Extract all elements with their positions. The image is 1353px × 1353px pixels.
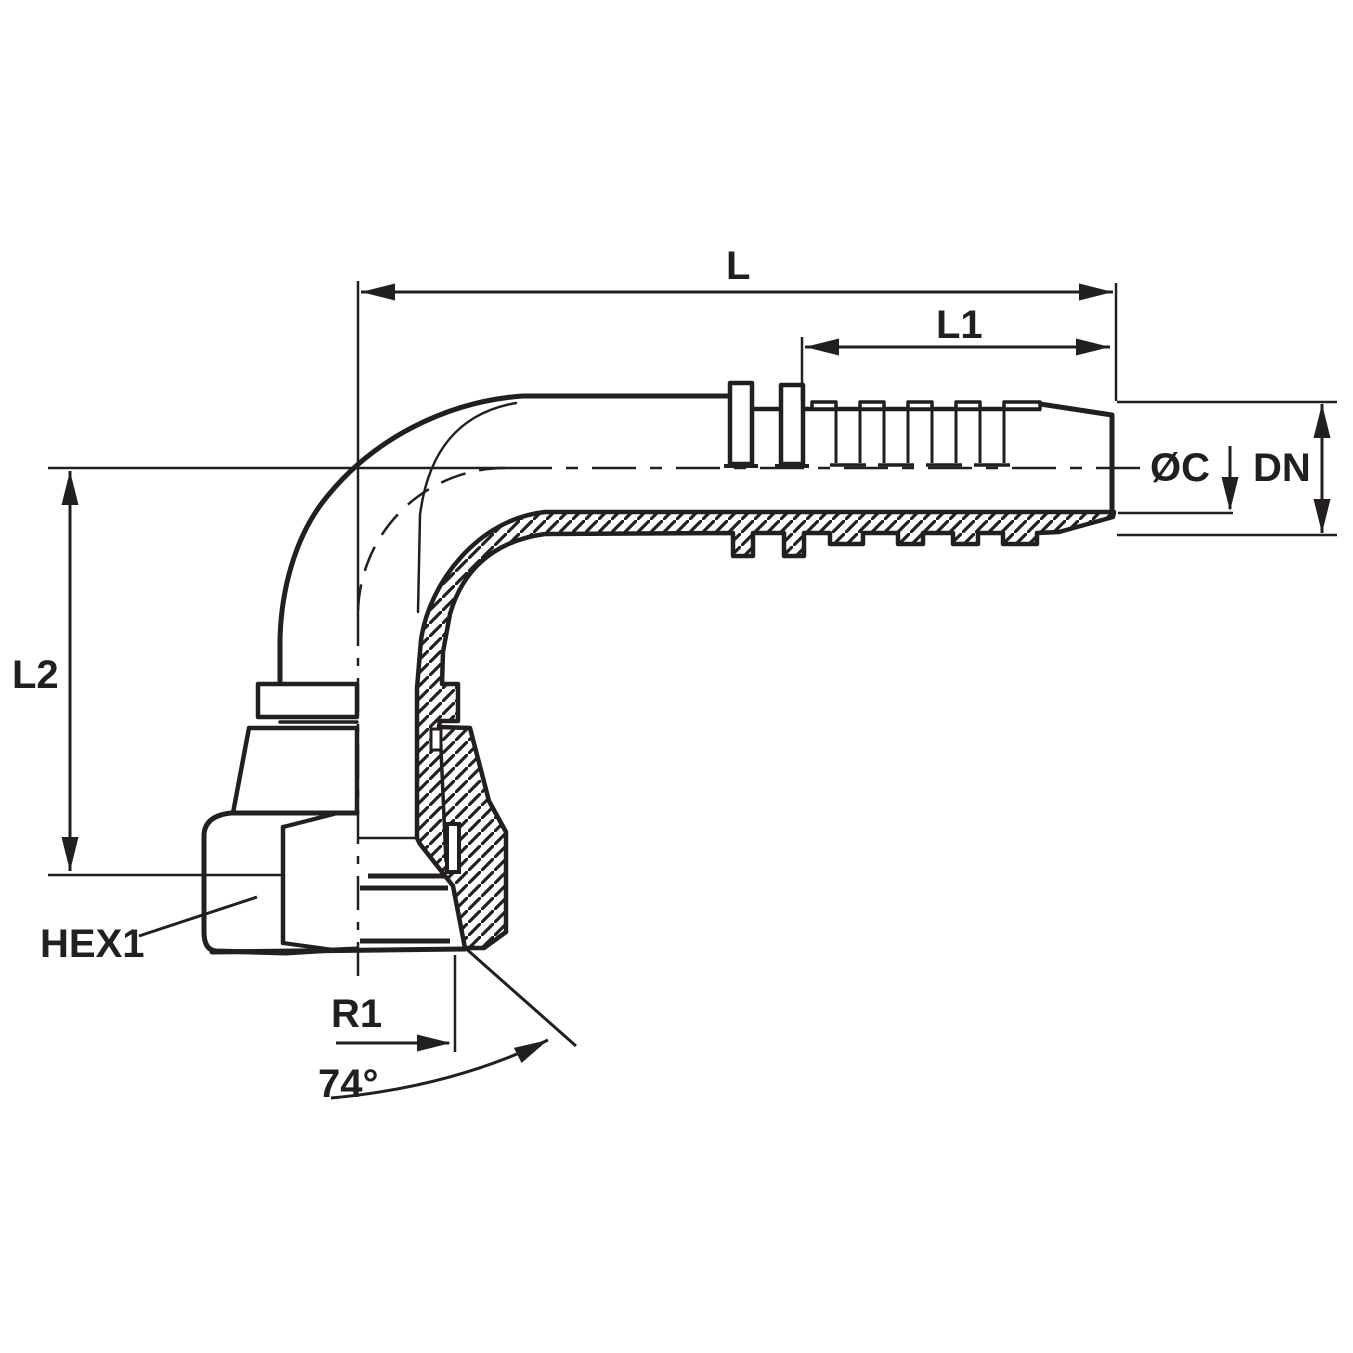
arrowhead: [1313, 499, 1331, 533]
arrowhead: [1221, 477, 1239, 511]
dim-label-l: L: [726, 244, 750, 288]
arrowhead: [417, 1034, 451, 1052]
arrowhead: [1079, 283, 1113, 301]
barb-groove-edges: [834, 410, 1006, 463]
hex-nut-outline: [201, 810, 360, 956]
dim-label-l1: L1: [936, 303, 983, 347]
arrowheads: [61, 283, 1331, 1064]
arrowhead: [61, 837, 79, 871]
dim-label-dn: DN: [1253, 446, 1311, 490]
barb: [1002, 400, 1042, 411]
arrowhead: [61, 471, 79, 505]
hex-chamfers: [281, 812, 336, 952]
barb: [906, 400, 934, 411]
arrowhead: [805, 338, 839, 356]
dim-label-hex1: HEX1: [40, 922, 145, 966]
interlock-rib: [778, 382, 806, 467]
tail-tip-taper: [1039, 401, 1115, 516]
collar-box: [255, 681, 360, 720]
thread-slot: [445, 822, 461, 874]
bend-bore-silhouette: [416, 401, 518, 614]
angle-cone-leg: [462, 944, 577, 1048]
bend-outer-silhouette: [277, 393, 526, 687]
dim-label-oc: ØC: [1150, 446, 1210, 490]
arrowhead: [1076, 338, 1110, 356]
bore-seat-lines: [358, 836, 450, 944]
taper-neck: [230, 725, 360, 816]
dim-label-angle: 74°: [318, 1062, 379, 1106]
fitting-section-wall: [414, 509, 1117, 951]
dimension-labels: L L1 L2 ØC DN HEX1 R1 74°: [12, 244, 1311, 1106]
seat-lines: [360, 873, 450, 944]
centerlines: [48, 281, 1148, 978]
extension-lines: [48, 283, 1337, 1052]
barb: [810, 400, 838, 411]
section-hatch: [414, 509, 1117, 951]
nut-bottom-face: [209, 946, 468, 955]
barb: [954, 400, 982, 411]
dim-label-r1: R1: [331, 992, 382, 1036]
interlock-rib: [727, 380, 755, 467]
hex1-leader-line: [138, 895, 258, 938]
barb: [858, 400, 886, 411]
dim-label-l2: L2: [12, 653, 59, 697]
arrowhead: [513, 1040, 548, 1064]
hose-tail-barbs: [724, 380, 1115, 516]
arrowhead: [361, 283, 395, 301]
arrowhead: [1313, 404, 1331, 438]
thread-start-slot: [429, 727, 443, 752]
